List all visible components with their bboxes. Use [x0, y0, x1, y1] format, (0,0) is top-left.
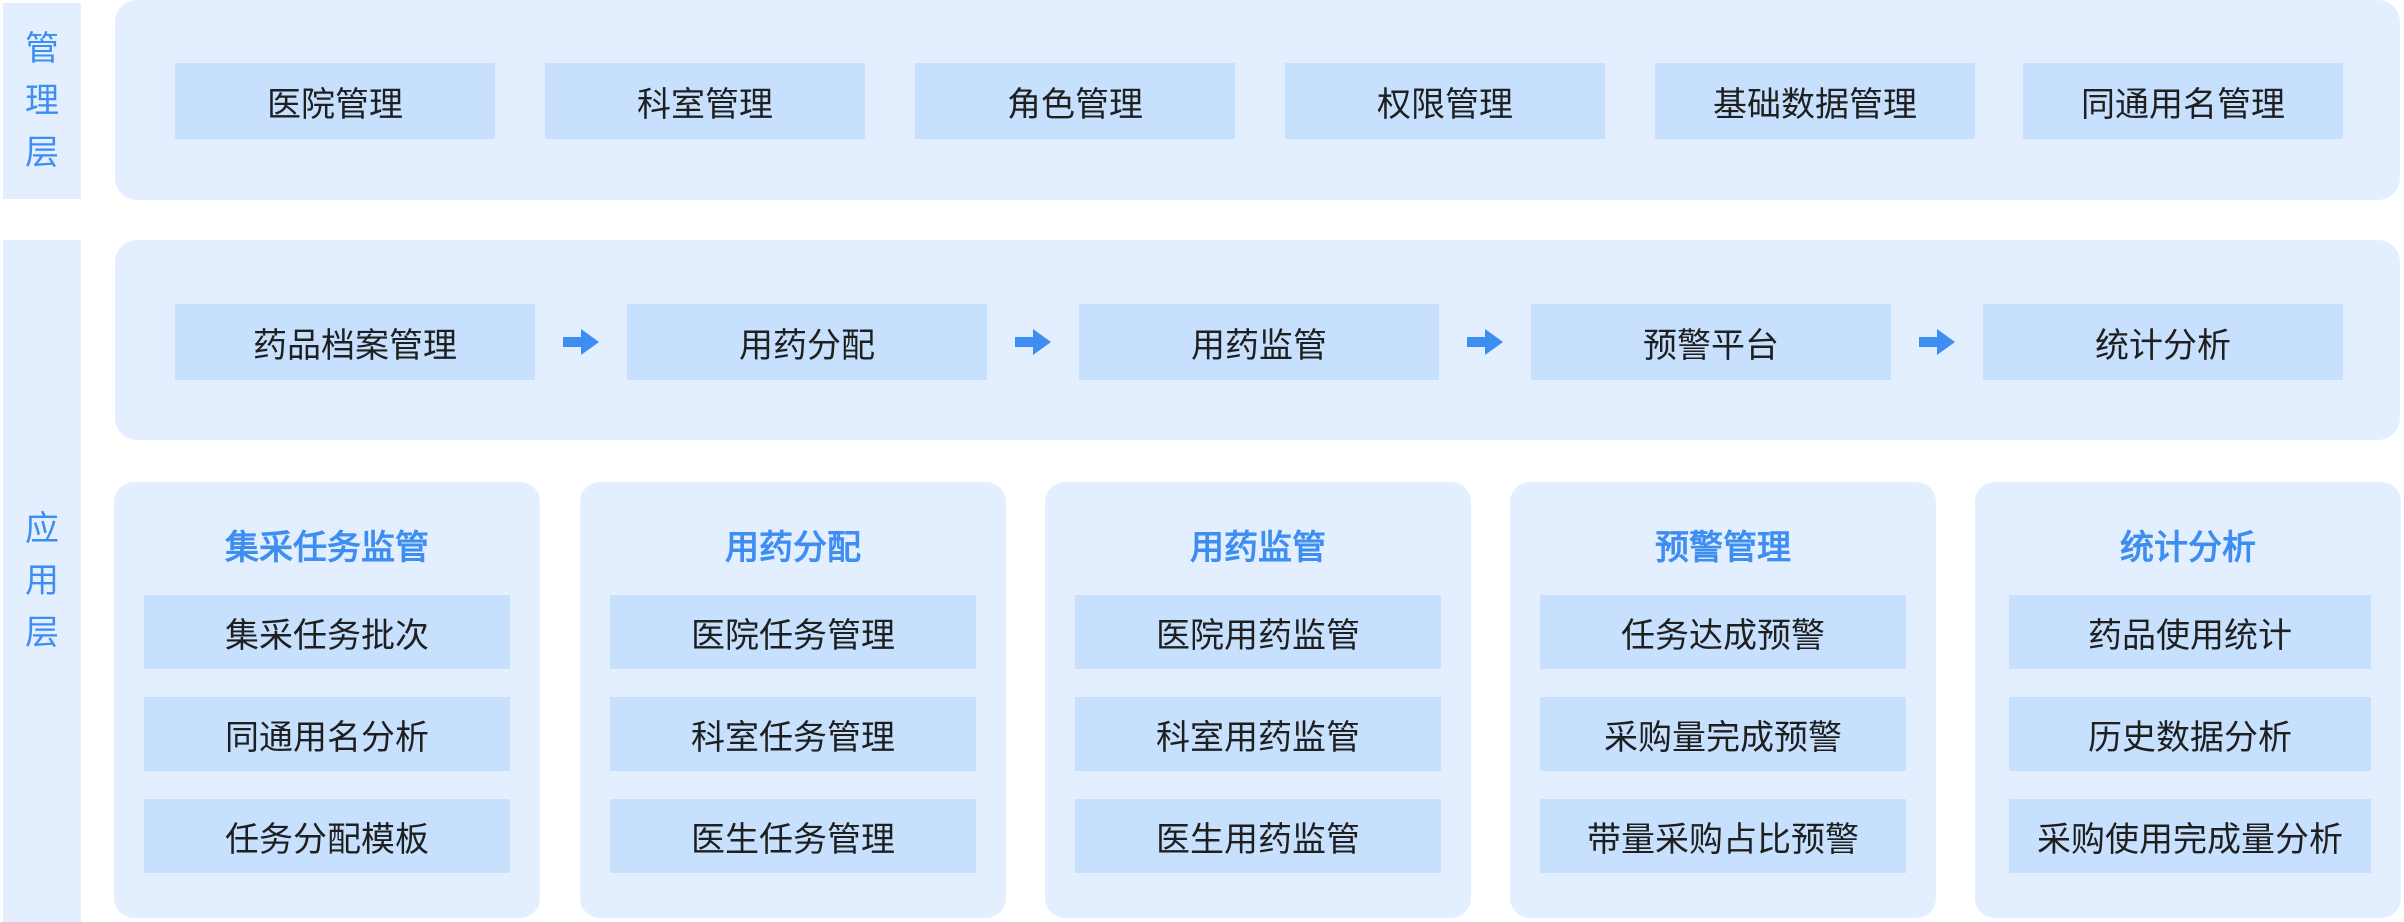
- management-layer-label: 管 理 层: [3, 3, 81, 199]
- flow-step-warning-platform[interactable]: 预警平台: [1531, 304, 1891, 380]
- application-flow-panel: 药品档案管理 用药分配 用药监管 预警平台 统计分析: [115, 240, 2400, 440]
- flow-step-drug-allocation[interactable]: 用药分配: [627, 304, 987, 380]
- flow-step-drug-archive[interactable]: 药品档案管理: [175, 304, 535, 380]
- module-card-warning-management: 预警管理 任务达成预警 采购量完成预警 带量采购占比预警: [1510, 482, 1936, 918]
- management-item-hospital[interactable]: 医院管理: [175, 63, 495, 139]
- module-card-title: 用药分配: [725, 528, 861, 568]
- flow-step-statistics[interactable]: 统计分析: [1983, 304, 2343, 380]
- module-item[interactable]: 历史数据分析: [2009, 697, 2371, 771]
- module-item[interactable]: 科室任务管理: [610, 697, 976, 771]
- module-item[interactable]: 医生任务管理: [610, 799, 976, 873]
- module-item[interactable]: 同通用名分析: [144, 697, 510, 771]
- application-layer-label: 应 用 层: [3, 240, 81, 922]
- module-card-drug-allocation: 用药分配 医院任务管理 科室任务管理 医生任务管理: [580, 482, 1006, 918]
- module-item[interactable]: 任务分配模板: [144, 799, 510, 873]
- arrow-right-icon: [1467, 329, 1503, 355]
- management-item-role[interactable]: 角色管理: [915, 63, 1235, 139]
- module-card-title: 预警管理: [1655, 528, 1791, 568]
- management-layer-label-char: 管: [25, 29, 59, 69]
- module-card-title: 统计分析: [2120, 528, 2256, 568]
- arrow-right-icon: [1015, 329, 1051, 355]
- management-item-base-data[interactable]: 基础数据管理: [1655, 63, 1975, 139]
- module-item[interactable]: 科室用药监管: [1075, 697, 1441, 771]
- management-item-generic-name[interactable]: 同通用名管理: [2023, 63, 2343, 139]
- module-item[interactable]: 医院用药监管: [1075, 595, 1441, 669]
- module-card-title: 用药监管: [1190, 528, 1326, 568]
- module-card-title: 集采任务监管: [225, 528, 429, 568]
- application-layer-label-char: 应: [25, 509, 59, 549]
- flow-step-drug-supervision[interactable]: 用药监管: [1079, 304, 1439, 380]
- application-layer-label-char: 层: [25, 613, 59, 653]
- module-item[interactable]: 带量采购占比预警: [1540, 799, 1906, 873]
- arrow-right-icon: [563, 329, 599, 355]
- management-layer-panel: 医院管理 科室管理 角色管理 权限管理 基础数据管理 同通用名管理: [115, 0, 2400, 200]
- management-layer-label-char: 理: [25, 81, 59, 121]
- module-card-drug-supervision: 用药监管 医院用药监管 科室用药监管 医生用药监管: [1045, 482, 1471, 918]
- module-item[interactable]: 采购使用完成量分析: [2009, 799, 2371, 873]
- module-card-statistics: 统计分析 药品使用统计 历史数据分析 采购使用完成量分析: [1975, 482, 2401, 918]
- arrow-right-icon: [1919, 329, 1955, 355]
- module-item[interactable]: 集采任务批次: [144, 595, 510, 669]
- module-item[interactable]: 医院任务管理: [610, 595, 976, 669]
- module-item[interactable]: 任务达成预警: [1540, 595, 1906, 669]
- application-layer-label-char: 用: [25, 561, 59, 601]
- module-item[interactable]: 医生用药监管: [1075, 799, 1441, 873]
- management-layer-label-char: 层: [25, 133, 59, 173]
- module-card-procurement-task: 集采任务监管 集采任务批次 同通用名分析 任务分配模板: [114, 482, 540, 918]
- management-item-department[interactable]: 科室管理: [545, 63, 865, 139]
- module-item[interactable]: 采购量完成预警: [1540, 697, 1906, 771]
- management-item-permission[interactable]: 权限管理: [1285, 63, 1605, 139]
- module-item[interactable]: 药品使用统计: [2009, 595, 2371, 669]
